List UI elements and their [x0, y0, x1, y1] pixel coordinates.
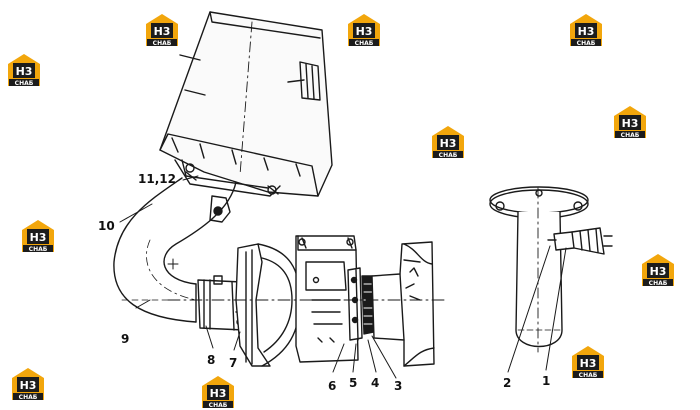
callout-9: 9: [121, 332, 130, 346]
svg-text:H3: H3: [580, 357, 597, 370]
svg-text:H3: H3: [578, 25, 595, 38]
mounting-post-detail: [489, 186, 613, 353]
callout-4: 4: [371, 376, 380, 390]
svg-text:H3: H3: [356, 25, 373, 38]
svg-text:H3: H3: [650, 265, 667, 278]
svg-text:H3: H3: [622, 117, 639, 130]
callout-1: 1: [542, 374, 551, 388]
callout-3: 3: [394, 379, 403, 393]
svg-text:H3: H3: [20, 379, 37, 392]
svg-text:СНАБ: СНАБ: [209, 402, 228, 409]
svg-text:СНАБ: СНАБ: [19, 394, 38, 401]
svg-text:СНАБ: СНАБ: [355, 40, 374, 47]
callout-6: 6: [328, 379, 337, 393]
intake-hose: [113, 177, 237, 323]
callout-2: 2: [503, 376, 512, 390]
svg-text:H3: H3: [154, 25, 171, 38]
svg-text:СНАБ: СНАБ: [621, 132, 640, 139]
svg-text:H3: H3: [210, 387, 227, 400]
svg-text:H3: H3: [16, 65, 33, 78]
turbo-inlet-housing: [235, 243, 301, 367]
callout-8: 8: [207, 353, 216, 367]
svg-text:СНАБ: СНАБ: [15, 80, 34, 87]
svg-text:СНАБ: СНАБ: [577, 40, 596, 47]
air-cleaner-housing: [159, 11, 333, 197]
leader-lines: [119, 175, 567, 379]
callout-5: 5: [349, 376, 358, 390]
turbocharger: [295, 235, 359, 363]
svg-text:СНАБ: СНАБ: [29, 246, 48, 253]
callout-10: 10: [98, 219, 115, 233]
exhaust-pipe: [371, 241, 435, 367]
svg-text:СНАБ: СНАБ: [153, 40, 172, 47]
svg-text:СНАБ: СНАБ: [649, 280, 668, 287]
callout-7: 7: [229, 356, 238, 370]
svg-text:H3: H3: [440, 137, 457, 150]
svg-text:H3: H3: [30, 231, 47, 244]
svg-text:СНАБ: СНАБ: [439, 152, 458, 159]
callout-11-12: 11,12: [138, 172, 176, 186]
outlet-flange-gasket: [347, 267, 375, 341]
svg-text:СНАБ: СНАБ: [579, 372, 598, 379]
